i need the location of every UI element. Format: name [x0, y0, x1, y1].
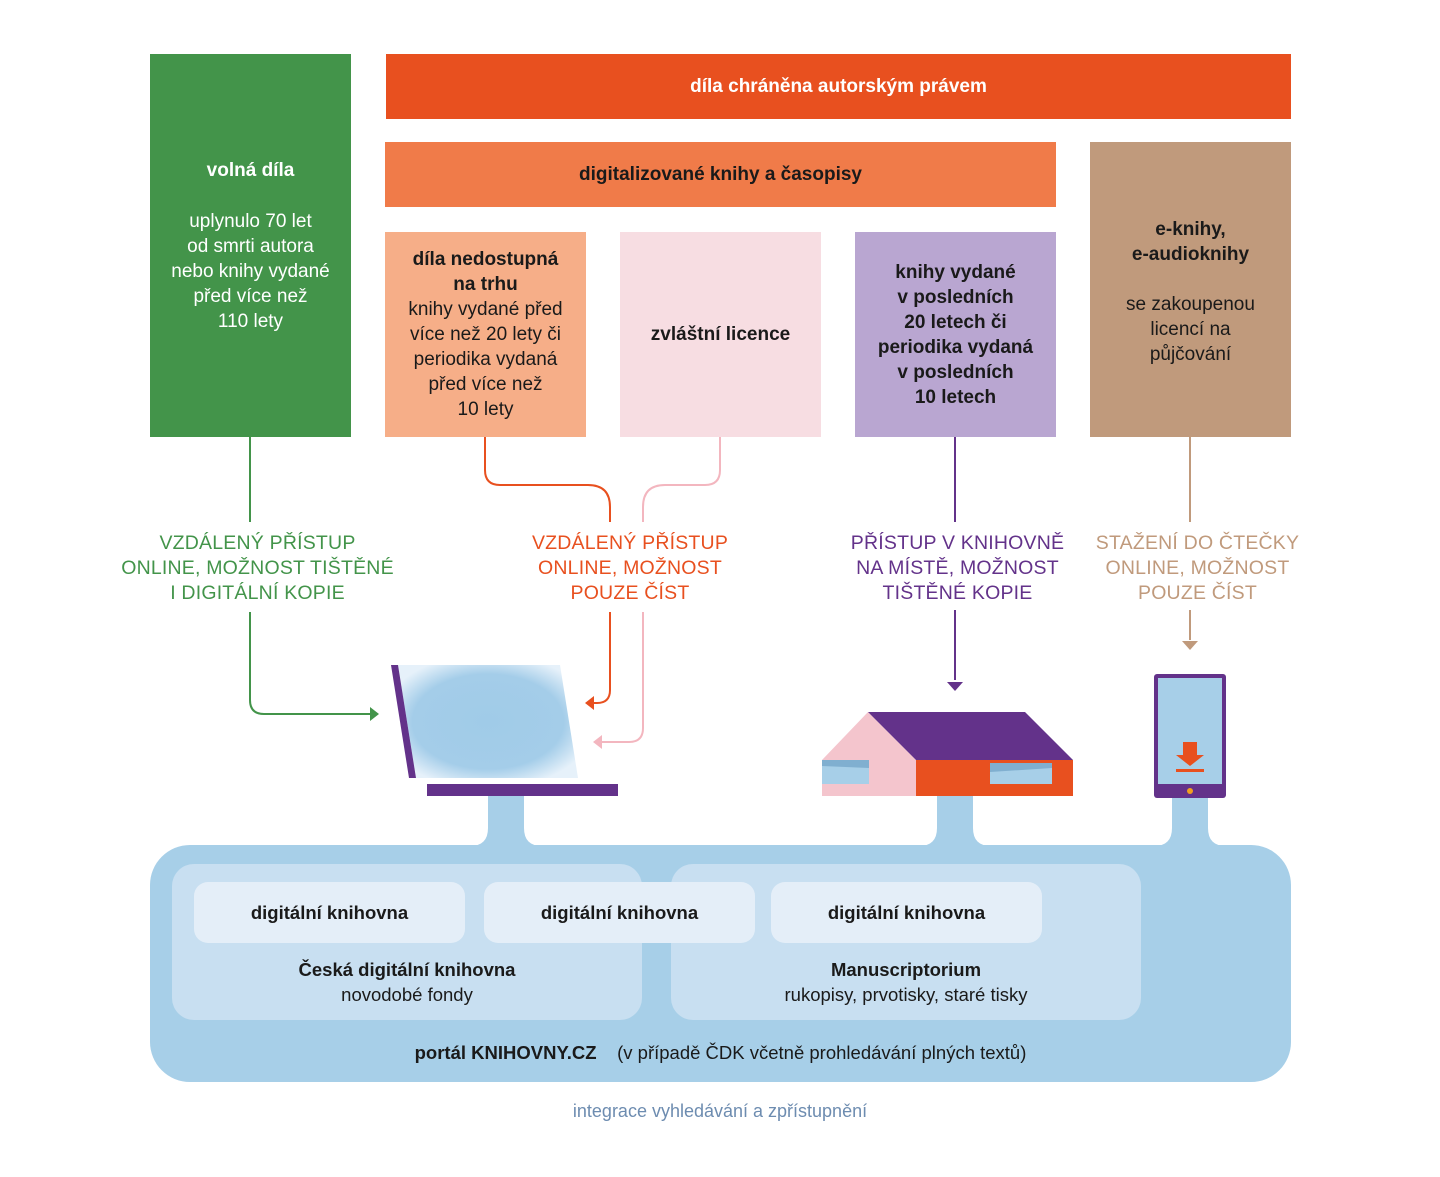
pill-1-label: digitální knihovna — [250, 901, 409, 923]
access-orange-label: VZDÁLENÝ PŘÍSTUP ONLINE, MOŽNOST POUZE Č… — [510, 531, 750, 606]
access-green-line-2: ONLINE, MOŽNOST TIŠTĚNÉ — [121, 557, 394, 579]
free-works-line-1: uplynulo 70 let — [189, 211, 312, 232]
access-purple-label: PŘÍSTUP V KNIHOVNĚ NA MÍSTĚ, MOŽNOST TIŠ… — [830, 531, 1085, 606]
ereader-icon — [1154, 674, 1226, 798]
access-tan-line-2: ONLINE, MOŽNOST — [1105, 557, 1290, 579]
ebooks-line-2: licencí na — [1150, 319, 1231, 340]
cdk-title: Česká digitální knihovna — [298, 959, 516, 980]
portal-note: (v případě ČDK včetně prohledávání plnýc… — [617, 1042, 1027, 1063]
pill-3-label: digitální knihovna — [827, 901, 986, 923]
out-of-market-line-5: 10 lety — [457, 399, 514, 420]
recent-works-box: knihy vydané v posledních 20 letech či p… — [855, 232, 1056, 437]
digital-library-pill-2: digitální knihovna — [484, 882, 755, 943]
access-orange-line-2: ONLINE, MOŽNOST — [538, 557, 722, 579]
free-works-line-2: od smrti autora — [187, 236, 314, 257]
access-orange-line-3: POUZE ČÍST — [570, 582, 690, 604]
access-green-line-3: I DIGITÁLNÍ KOPIE — [170, 582, 345, 604]
out-of-market-line-2: více než 20 lety či — [409, 324, 562, 345]
free-works-box: volná díla uplynulo 70 let od smrti auto… — [150, 54, 351, 437]
ebooks-title-2: e-audioknihy — [1131, 244, 1250, 265]
access-green-label: VZDÁLENÝ PŘÍSTUP ONLINE, MOŽNOST TIŠTĚNÉ… — [120, 531, 395, 606]
recent-title-6: 10 letech — [914, 386, 997, 408]
free-works-line-5: 110 lety — [217, 311, 284, 332]
recent-title-1: knihy vydané — [895, 261, 1016, 283]
ebooks-title-1: e-knihy, — [1155, 219, 1226, 240]
library-building-icon — [822, 712, 1073, 796]
access-purple-line-3: TIŠTĚNÉ KOPIE — [882, 582, 1033, 604]
cdk-subtitle: novodobé fondy — [341, 984, 473, 1005]
green-arrowhead — [370, 707, 379, 721]
access-green-line-1: VZDÁLENÝ PŘÍSTUP — [159, 532, 356, 554]
pink-connector — [600, 437, 721, 743]
ebooks-box: e-knihy, e-audioknihy se zakoupenou lice… — [1090, 142, 1291, 437]
access-tan-line-3: POUZE ČÍST — [1137, 582, 1257, 604]
purple-arrowhead — [947, 682, 963, 691]
digital-library-pill-3: digitální knihovna — [771, 882, 1042, 943]
access-orange-line-1: VZDÁLENÝ PŘÍSTUP — [531, 532, 729, 554]
orange-connector — [484, 437, 611, 704]
manuscriptorium-label: Manuscriptorium rukopisy, prvotisky, sta… — [671, 957, 1141, 1007]
cdk-label: Česká digitální knihovna novodobé fondy — [172, 957, 642, 1007]
manuscriptorium-title: Manuscriptorium — [830, 959, 982, 980]
recent-title-3: 20 letech či — [904, 311, 1007, 333]
recent-title-4: periodika vydaná — [877, 336, 1034, 358]
out-of-market-box: díla nedostupná na trhu knihy vydané pře… — [385, 232, 586, 437]
orange-arrowhead — [585, 696, 594, 710]
out-of-market-line-4: před více než — [428, 374, 543, 395]
special-license-title: zvláštní licence — [650, 324, 791, 345]
recent-title-2: v posledních — [897, 286, 1014, 308]
digitized-banner-label: digitalizované knihy a časopisy — [579, 163, 862, 185]
out-of-market-line-3: periodika vydaná — [413, 349, 558, 370]
pink-arrowhead — [593, 735, 602, 749]
access-tan-label: STAŽENÍ DO ČTEČKY ONLINE, MOŽNOST POUZE … — [1075, 531, 1320, 606]
free-works-line-3: nebo knihy vydané — [171, 261, 330, 282]
pill-2-label: digitální knihovna — [540, 901, 699, 923]
access-purple-line-1: PŘÍSTUP V KNIHOVNĚ — [850, 532, 1065, 554]
out-of-market-title-1: díla nedostupná — [412, 249, 559, 270]
digital-library-pill-1: digitální knihovna — [194, 882, 465, 943]
free-works-line-4: před více než — [193, 286, 308, 307]
portal-name: portál KNIHOVNY.CZ — [414, 1042, 597, 1063]
out-of-market-line-1: knihy vydané před — [408, 299, 563, 320]
access-purple-line-2: NA MÍSTĚ, MOŽNOST — [856, 557, 1059, 579]
tan-arrowhead — [1182, 641, 1198, 650]
laptop-icon — [391, 665, 618, 796]
access-tan-line-1: STAŽENÍ DO ČTEČKY — [1095, 532, 1300, 554]
ebooks-line-3: půjčování — [1149, 344, 1232, 365]
portal-label: portál KNIHOVNY.CZ (v případě ČDK včetně… — [150, 1040, 1291, 1065]
free-works-title: volná díla — [206, 160, 295, 181]
special-license-box: zvláštní licence — [620, 232, 821, 437]
ebooks-line-1: se zakoupenou — [1126, 294, 1255, 315]
digitized-banner: digitalizované knihy a časopisy — [385, 142, 1056, 207]
manuscriptorium-subtitle: rukopisy, prvotisky, staré tisky — [784, 984, 1028, 1005]
out-of-market-title-2: na trhu — [453, 274, 518, 295]
copyright-banner: díla chráněna autorským právem — [386, 54, 1291, 119]
recent-title-5: v posledních — [897, 361, 1014, 383]
green-connector — [249, 437, 372, 715]
caption: integrace vyhledávání a zpřístupnění — [572, 1101, 868, 1121]
copyright-banner-label: díla chráněna autorským právem — [690, 75, 987, 97]
